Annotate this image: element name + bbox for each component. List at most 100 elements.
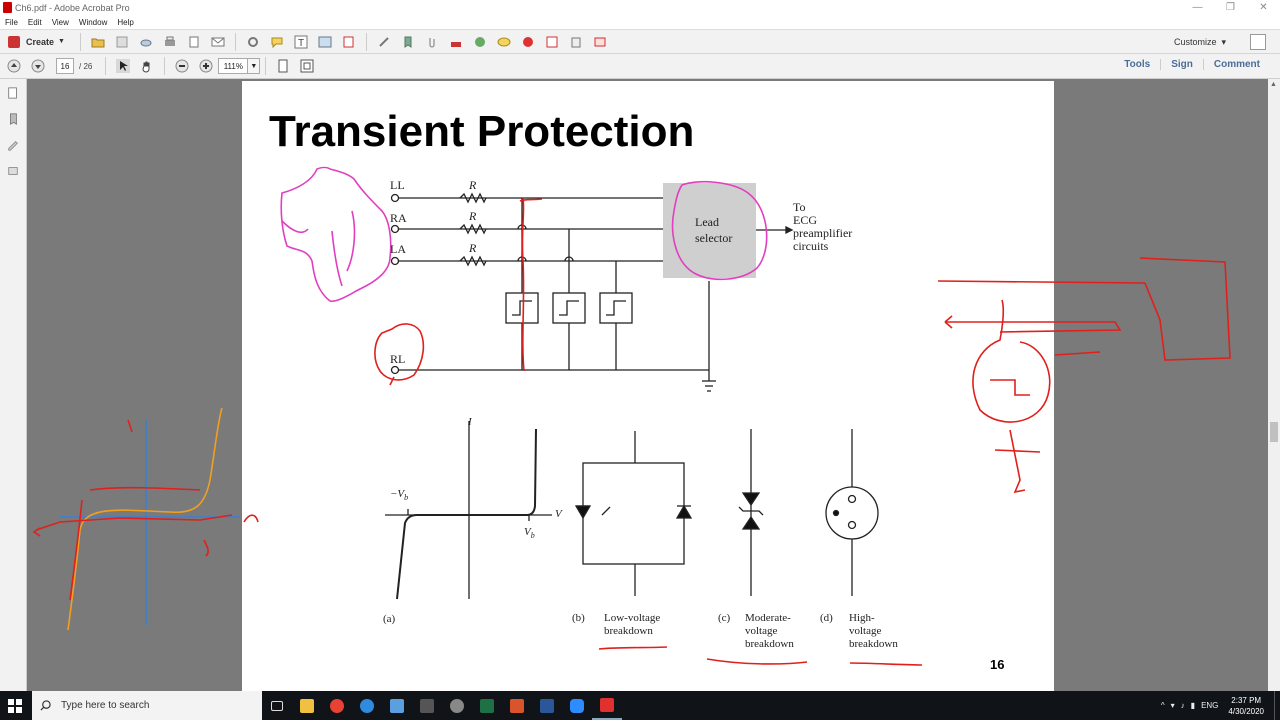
export-icon[interactable] [341,34,357,50]
select-cursor-icon[interactable] [115,58,131,74]
sign-icon[interactable] [592,34,608,50]
caption-d: (d) [820,612,833,624]
open-folder-icon[interactable] [90,34,106,50]
page-number-input[interactable]: 16 [56,58,74,74]
zoom-out-icon[interactable] [174,58,190,74]
current-axis-label: I [468,416,472,428]
menu-file[interactable]: File [5,17,18,27]
lead-selector-line1: Lead [695,215,719,229]
show-desktop-button[interactable] [1274,691,1280,720]
tools-link[interactable]: Tools [1124,59,1151,70]
hand-tool-icon[interactable] [139,58,155,74]
comment-link[interactable]: Comment [1202,59,1270,70]
comment-bubble-icon[interactable] [269,34,285,50]
word-icon[interactable] [532,691,562,720]
task-view-icon[interactable] [262,691,292,720]
minimize-button[interactable]: — [1192,2,1203,13]
navigation-pane [0,79,27,691]
create-button[interactable]: Create ▼ [8,35,65,48]
scroll-up-icon[interactable]: ▲ [1270,81,1277,88]
matlab-icon[interactable] [502,691,532,720]
acrobat-taskbar-icon[interactable] [592,691,622,720]
zoom-level-input[interactable]: 111% [218,58,249,74]
window-title: Ch6.pdf - Adobe Acrobat Pro [15,2,130,13]
redact-icon[interactable] [544,34,560,50]
bookmark-icon[interactable] [400,34,416,50]
taskbar-search-box[interactable]: Type here to search [32,691,262,720]
battery-icon[interactable]: ▮ [1190,701,1196,710]
sign-link[interactable]: Sign [1160,59,1203,70]
text-tool-icon[interactable]: T [293,34,309,50]
excel-icon[interactable] [472,691,502,720]
app-icon[interactable] [442,691,472,720]
show-hidden-icons[interactable]: ^ [1160,701,1165,710]
caption-b: (b) [572,612,585,624]
resistor-label-ll: R [469,178,477,192]
full-screen-icon[interactable] [299,58,315,74]
bookmarks-icon[interactable] [6,112,20,126]
file-explorer-icon[interactable] [292,691,322,720]
red-annotation [374,197,923,666]
output-label-line3: preamplifier [793,226,853,240]
caption-c-line3: breakdown [745,638,794,650]
clock-time: 2:37 PM [1231,695,1262,705]
chevron-down-icon: ▼ [58,38,65,45]
save-icon[interactable] [114,34,130,50]
menu-view[interactable]: View [51,17,69,27]
stamp-icon[interactable] [448,34,464,50]
edge-icon[interactable] [352,691,382,720]
customize-dropdown[interactable]: Customize ▾ [1173,37,1226,47]
protect-icon[interactable] [568,34,584,50]
network-icon[interactable]: ▾ [1170,701,1175,710]
menu-window[interactable]: Window [78,17,108,27]
restore-button[interactable]: ❐ [1226,2,1235,13]
menu-edit[interactable]: Edit [27,17,42,27]
fit-page-icon[interactable] [275,58,291,74]
page-thumbnails-icon[interactable] [6,86,20,100]
previous-page-icon[interactable] [6,58,22,74]
caption-d-line3: breakdown [849,638,898,650]
resistor-label-la: R [469,241,477,255]
signatures-icon[interactable] [6,138,20,152]
expand-icon[interactable] [1250,34,1266,50]
lead-selector-box [663,183,756,278]
chrome-icon[interactable] [322,691,352,720]
zoom-dropdown-icon[interactable]: ▼ [248,58,261,74]
page-count: / 26 [79,61,93,71]
store-icon[interactable] [382,691,412,720]
lead-selector-line2: selector [695,231,733,245]
create-icon [8,35,20,48]
system-tray: ^ ▾ ♪ ▮ ENG 2:37 PM 4/30/2020 [1161,691,1280,720]
next-page-icon[interactable] [30,58,46,74]
settings-gear-icon[interactable] [245,34,261,50]
search-icon [40,700,51,711]
menu-help[interactable]: Help [117,17,134,27]
scroll-thumb[interactable] [1270,422,1278,442]
zoom-icon[interactable] [562,691,592,720]
email-icon[interactable] [210,34,226,50]
edit-document-icon[interactable] [186,34,202,50]
language-indicator[interactable]: ENG [1201,701,1219,710]
sticky-note-icon[interactable] [496,34,512,50]
image-icon[interactable] [317,34,333,50]
clock[interactable]: 2:37 PM 4/30/2020 [1228,695,1264,717]
cloud-upload-icon[interactable] [138,34,154,50]
search-placeholder: Type here to search [61,700,150,711]
attach-icon[interactable] [424,34,440,50]
zoom-in-icon[interactable] [198,58,214,74]
calculator-icon[interactable] [412,691,442,720]
lead-label-ll: LL [390,178,405,192]
volume-icon[interactable]: ♪ [1180,701,1185,710]
windows-start-icon[interactable] [0,691,30,720]
print-icon[interactable] [162,34,178,50]
link-icon[interactable] [376,34,392,50]
vertical-scrollbar[interactable]: ▲ [1268,79,1280,691]
menu-bar: File Edit View Window Help [0,15,1280,29]
acrobat-app-icon [3,2,12,13]
output-label-line1: To [793,200,806,214]
delete-icon[interactable] [520,34,536,50]
close-button[interactable]: ✕ [1259,2,1268,13]
share-icon[interactable] [472,34,488,50]
layers-icon[interactable] [6,164,20,178]
title-bar: Ch6.pdf - Adobe Acrobat Pro — ❐ ✕ [0,0,1280,15]
